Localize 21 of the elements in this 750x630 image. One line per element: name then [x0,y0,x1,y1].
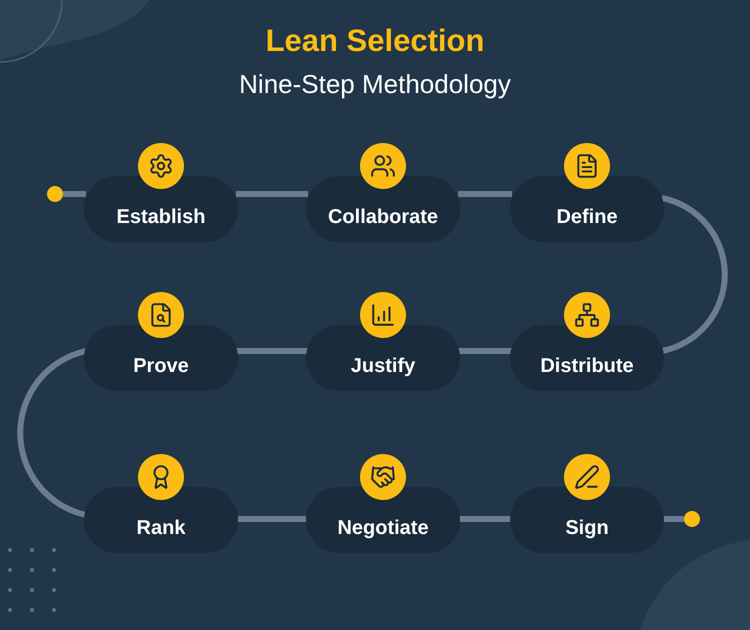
step-label: Sign [565,516,609,541]
connector-line [661,195,728,354]
step-label: Establish [116,205,206,230]
step-label: Collaborate [328,205,438,230]
subtitle: Nine-Step Methodology [239,68,511,100]
step-label: Prove [133,354,189,379]
step-label: Justify [350,354,416,379]
step-label: Distribute [540,354,634,379]
connector-line [236,348,308,354]
connector-line [458,348,512,354]
connector-line [17,348,87,518]
step-label: Define [556,205,618,230]
connector-line [63,191,86,197]
connector-line [458,191,512,197]
title: Lean Selection [266,22,484,60]
step-label: Rank [136,516,186,541]
connector-line [236,191,308,197]
connector-line [236,516,308,522]
step-label: Negotiate [337,516,429,541]
connector-line [458,516,512,522]
connector-line [662,516,684,522]
